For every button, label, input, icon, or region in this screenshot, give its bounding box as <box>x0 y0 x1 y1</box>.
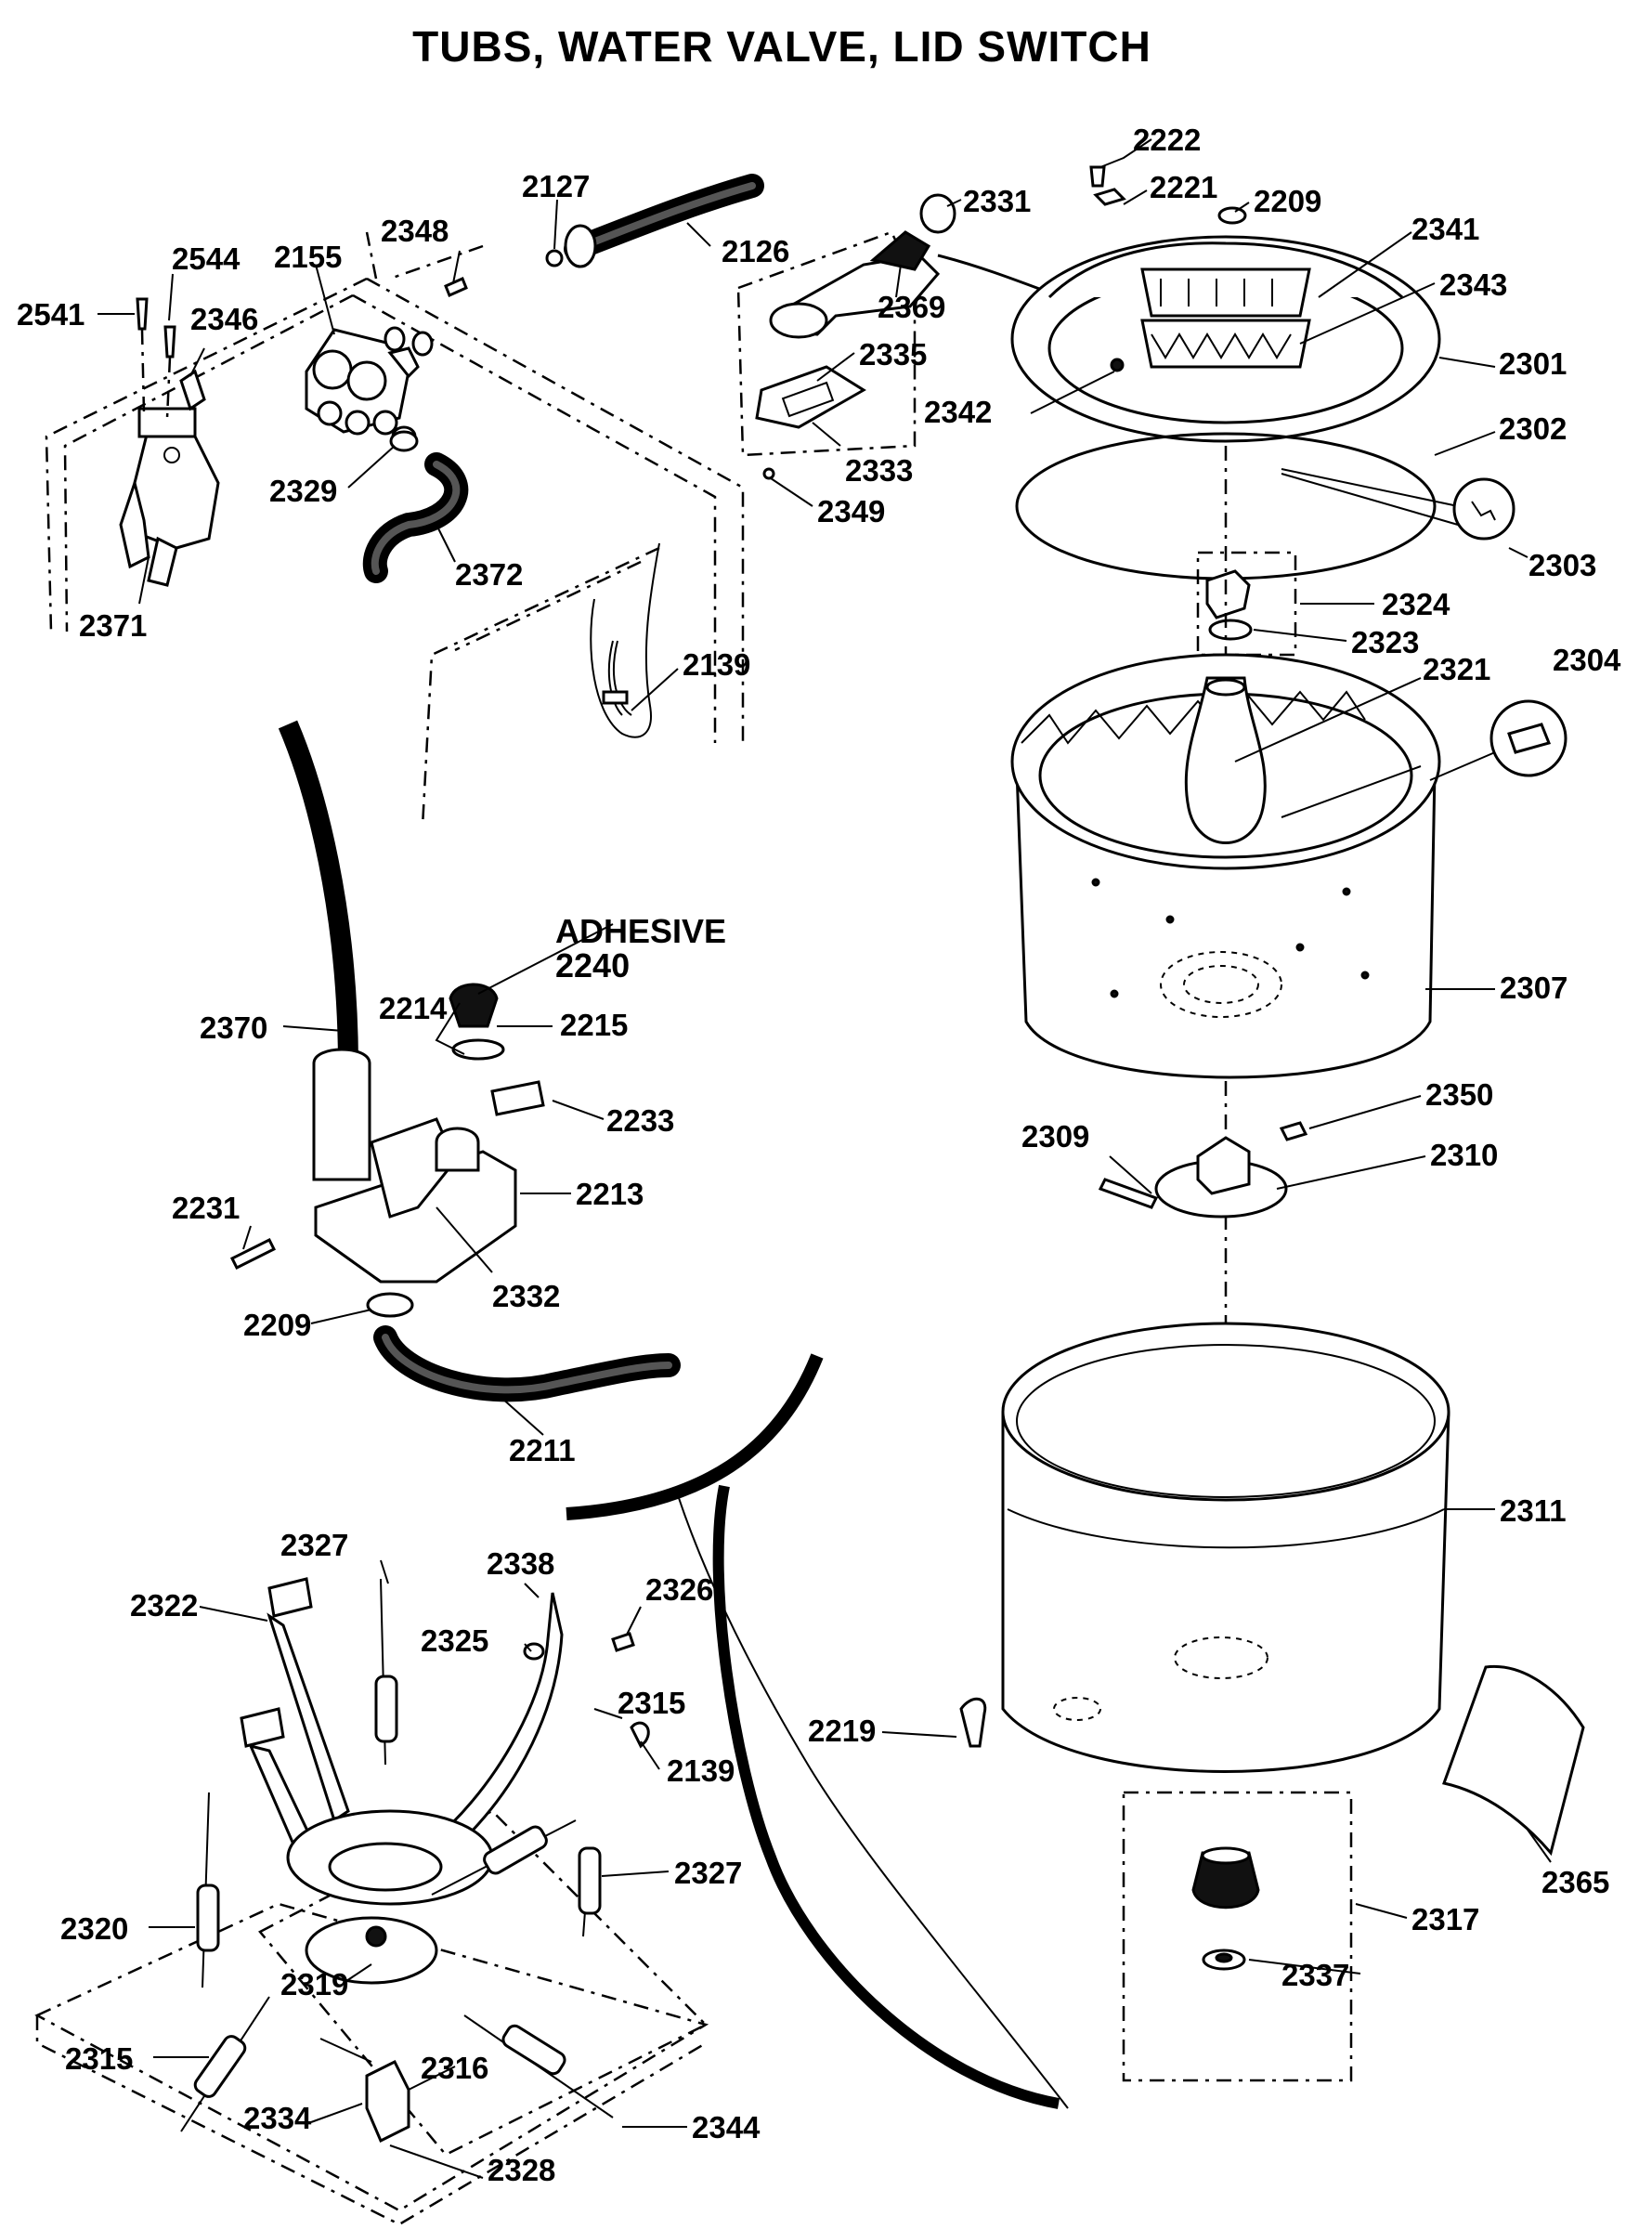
outer-tub <box>1001 1322 1450 1773</box>
label-2315-top: 2315 <box>618 1686 685 1720</box>
label-2127: 2127 <box>522 169 590 203</box>
label-2319: 2319 <box>280 1967 348 2001</box>
label-2326: 2326 <box>645 1572 713 1607</box>
washer-2329 <box>389 430 419 452</box>
label-2332: 2332 <box>492 1279 560 1313</box>
label-2221: 2221 <box>1150 170 1217 204</box>
clip-2219 <box>959 1697 987 1748</box>
label-2329: 2329 <box>269 474 337 508</box>
label-2338: 2338 <box>487 1546 554 1581</box>
air-dome-group <box>229 720 681 1402</box>
label-adhesive: ADHESIVE <box>555 912 726 950</box>
label-2303: 2303 <box>1528 548 1596 582</box>
label-2310: 2310 <box>1430 1138 1498 1172</box>
label-2215: 2215 <box>560 1008 628 1042</box>
label-2333: 2333 <box>845 453 913 488</box>
wire-harness <box>602 640 632 716</box>
label-2219: 2219 <box>808 1714 876 1748</box>
agitator-cap <box>1196 551 1297 657</box>
label-2309: 2309 <box>1021 1119 1089 1154</box>
drain-hose-outline <box>677 1494 1069 2109</box>
suspension <box>34 1577 709 2226</box>
label-2323: 2323 <box>1351 625 1419 659</box>
label-2341: 2341 <box>1411 212 1479 246</box>
label-2317: 2317 <box>1411 1902 1479 1936</box>
label-2335: 2335 <box>859 337 927 372</box>
label-2304: 2304 <box>1553 643 1621 677</box>
part-labels: 2222 2221 2209 2331 2341 2343 2301 2302 … <box>17 123 1621 2187</box>
label-2342: 2342 <box>924 395 992 429</box>
label-2209-top: 2209 <box>1254 184 1321 218</box>
hub-assembly <box>1098 1121 1308 1219</box>
label-2327-bottom: 2327 <box>674 1856 742 1890</box>
shield-2365 <box>1442 1664 1585 1857</box>
label-2211: 2211 <box>509 1433 576 1467</box>
label-2331: 2331 <box>963 184 1031 218</box>
label-2302: 2302 <box>1499 411 1567 446</box>
screw-2348 <box>444 276 468 298</box>
label-2372: 2372 <box>455 557 523 592</box>
label-2222: 2222 <box>1133 123 1201 157</box>
seal-group <box>1122 1791 1353 2082</box>
label-2541: 2541 <box>17 297 85 332</box>
label-2325: 2325 <box>421 1623 488 1658</box>
label-2213: 2213 <box>576 1177 644 1211</box>
diagram-title: TUBS, WATER VALVE, LID SWITCH <box>412 22 1151 71</box>
label-2349: 2349 <box>817 494 885 528</box>
label-2344: 2344 <box>692 2110 761 2144</box>
inset-2304 <box>1429 699 1567 781</box>
label-2544: 2544 <box>172 241 241 276</box>
label-2350: 2350 <box>1425 1077 1493 1112</box>
wash-basket <box>1010 653 1441 1079</box>
drain-hose <box>566 1353 824 1520</box>
label-2240: 2240 <box>555 946 630 984</box>
cabinet-outline <box>45 231 745 828</box>
label-2214: 2214 <box>379 991 448 1025</box>
label-2334: 2334 <box>243 2101 312 2135</box>
label-2324: 2324 <box>1382 587 1450 621</box>
label-2307: 2307 <box>1500 971 1567 1005</box>
label-2369: 2369 <box>878 290 945 324</box>
label-2327-top: 2327 <box>280 1528 348 1562</box>
label-2209-mid: 2209 <box>243 1308 311 1342</box>
label-2231: 2231 <box>172 1191 240 1225</box>
label-2233: 2233 <box>606 1103 674 1138</box>
label-2139-top: 2139 <box>683 647 750 682</box>
label-2346: 2346 <box>190 302 258 336</box>
label-2365: 2365 <box>1541 1865 1609 1899</box>
label-2370: 2370 <box>200 1010 267 1045</box>
fill-hose <box>362 452 469 583</box>
label-2320: 2320 <box>60 1911 128 1946</box>
label-2371: 2371 <box>79 608 147 643</box>
label-2316: 2316 <box>421 2051 488 2085</box>
label-2343: 2343 <box>1439 267 1507 302</box>
label-2322: 2322 <box>130 1588 198 1623</box>
leader-lines <box>98 138 1552 2179</box>
label-2315-bottom: 2315 <box>65 2041 133 2076</box>
tub-cover <box>1010 165 1441 443</box>
label-2348: 2348 <box>381 214 449 248</box>
inlet-hose <box>545 174 764 268</box>
label-2311: 2311 <box>1500 1493 1567 1528</box>
label-2301: 2301 <box>1499 346 1567 381</box>
label-2139-bottom: 2139 <box>667 1753 735 1788</box>
label-2337: 2337 <box>1281 1958 1349 1992</box>
water-valve <box>305 326 434 448</box>
inset-2303 <box>1281 468 1515 541</box>
label-2321: 2321 <box>1423 652 1490 686</box>
dispenser-group <box>736 193 1050 480</box>
label-2126: 2126 <box>722 234 789 268</box>
lid-switch <box>119 407 220 587</box>
label-2328: 2328 <box>488 2153 555 2187</box>
label-2155: 2155 <box>274 240 342 274</box>
